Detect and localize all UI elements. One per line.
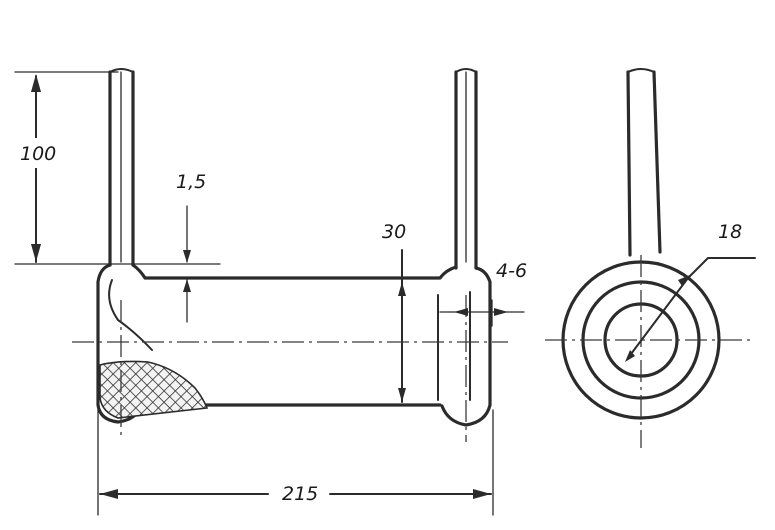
- side-view: [545, 68, 756, 448]
- label-inner-width: 30: [382, 221, 406, 243]
- label-rod-height: 100: [20, 143, 56, 165]
- front-view: [72, 68, 508, 442]
- label-length: 215: [282, 483, 318, 505]
- label-diameter: 18: [718, 221, 742, 243]
- right-rod: [454, 68, 478, 270]
- dimension-flange: 4-6: [439, 260, 527, 327]
- label-flange: 4-6: [496, 260, 527, 282]
- dimension-length: 215: [97, 409, 494, 516]
- label-gap: 1,5: [176, 171, 206, 193]
- dimension-rod-height: 100: [14, 71, 221, 265]
- dimension-gap: 1,5: [149, 171, 221, 323]
- dimension-inner-width: 30: [382, 221, 406, 402]
- left-rod: [108, 68, 135, 267]
- section-hatch: [99, 360, 209, 419]
